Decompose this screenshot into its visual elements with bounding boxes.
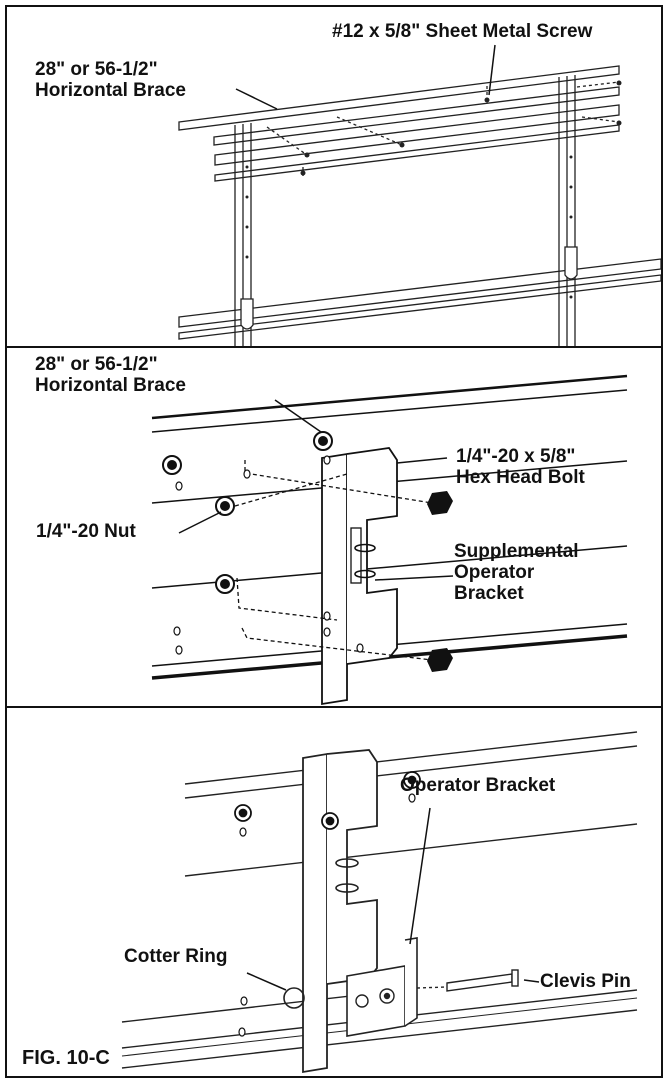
clevis-pin-label: Clevis Pin [540,971,631,992]
nut-icons [162,431,333,594]
hex-bolt-icons [234,771,421,830]
cotter-ring-label: Cotter Ring [124,946,228,967]
panel-overview: 28" or 56-1/2" Horizontal Brace #12 x 5/… [7,7,661,346]
panel-supplemental-bracket: 28" or 56-1/2" Horizontal Brace 1/4"-20 … [7,348,661,706]
operator-bracket-drawing [121,731,638,1074]
bracket-label-line2: Operator [454,562,535,583]
panel-divider-2 [5,706,663,708]
brace-label-line1: 28" or 56-1/2" [35,354,158,375]
brace-label-line1: 28" or 56-1/2" [35,59,158,80]
bolt-head-icons [427,491,453,672]
bolt-label-line1: 1/4"-20 x 5/8" [456,446,576,467]
operator-bracket-label: Operator Bracket [400,775,556,796]
figure-label: FIG. 10-C [22,1047,110,1069]
brace-label-line2: Horizontal Brace [35,80,186,101]
bolt-label-line2: Hex Head Bolt [456,467,585,488]
bracket-label-line3: Bracket [454,583,524,604]
rail-assembly-drawing [178,44,661,346]
brace-label-line2: Horizontal Brace [35,375,186,396]
screw-label: #12 x 5/8" Sheet Metal Screw [332,21,593,42]
bracket-label-line1: Supplemental [454,541,579,562]
figure-frame [5,5,663,1078]
bracket-detail-drawing [151,374,628,706]
panel-operator-bracket: Operator Bracket Cotter Ring Clevis Pin … [7,708,661,1076]
nut-label: 1/4"-20 Nut [36,521,136,542]
panel-divider-1 [5,346,663,348]
